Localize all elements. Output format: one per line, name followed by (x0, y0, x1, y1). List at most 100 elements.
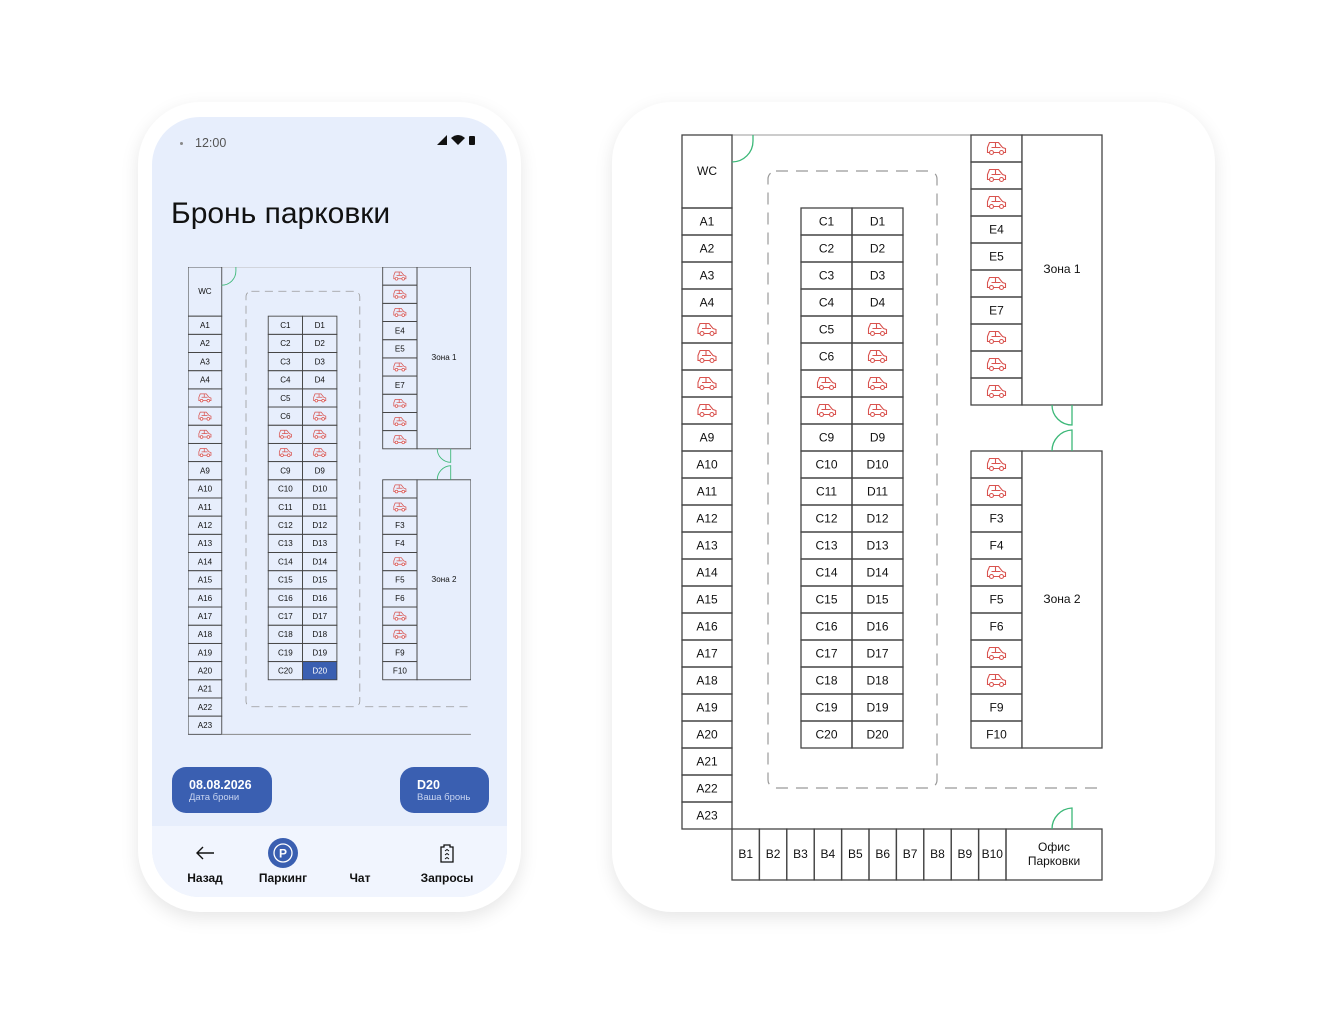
parking-spot-occupied[interactable] (302, 442, 338, 463)
spot-label: C14 (278, 557, 293, 566)
car-icon (393, 611, 407, 621)
spot-label: D9 (315, 467, 326, 476)
spot-label: F5 (395, 576, 405, 585)
spot-label: E4 (989, 223, 1004, 237)
parking-spot-a23[interactable] (188, 715, 223, 735)
parking-spot-occupied[interactable] (970, 666, 1023, 695)
car-icon (986, 141, 1007, 156)
nav-back[interactable]: Назад (165, 840, 245, 885)
driveway-outline (767, 170, 938, 789)
parking-spot-occupied[interactable] (851, 396, 904, 425)
parking-office[interactable] (1005, 828, 1103, 881)
parking-spot-d20[interactable] (302, 661, 338, 681)
spot-label: A16 (696, 620, 718, 634)
spot-label: A2 (700, 242, 715, 256)
nav-chat[interactable]: Чат (320, 840, 400, 885)
booking-spot-label: Ваша бронь (417, 791, 471, 803)
parking-spot-occupied[interactable] (382, 624, 418, 644)
parking-spot-occupied[interactable] (970, 269, 1023, 298)
spot-label: C10 (278, 485, 293, 494)
parking-spot-occupied[interactable] (382, 357, 418, 377)
spot-label: A4 (700, 296, 715, 310)
parking-spot-occupied[interactable] (970, 377, 1023, 406)
zone-1-label: Зона 1 (1043, 262, 1081, 276)
parking-spot-occupied[interactable] (970, 477, 1023, 506)
parking-spot-occupied[interactable] (800, 396, 853, 425)
parking-spot-occupied[interactable] (188, 388, 223, 408)
parking-spot-occupied[interactable] (800, 369, 853, 398)
parking-spot-occupied[interactable] (188, 442, 223, 463)
parking-spot-occupied[interactable] (188, 424, 223, 444)
car-icon (867, 376, 888, 391)
parking-spot-occupied[interactable] (382, 430, 418, 450)
spot-label: A18 (198, 630, 213, 639)
parking-spot-occupied[interactable] (382, 284, 418, 304)
parking-spot-occupied[interactable] (851, 342, 904, 371)
parking-spot-a23[interactable] (681, 801, 733, 830)
parking-spot-occupied[interactable] (302, 424, 338, 444)
parking-spot-occupied[interactable] (302, 406, 338, 426)
zone-2[interactable] (1021, 450, 1103, 749)
parking-spot-occupied[interactable] (681, 369, 733, 398)
zone-1[interactable] (416, 267, 471, 450)
car-icon (986, 484, 1007, 499)
parking-spot-occupied[interactable] (267, 424, 304, 444)
spot-label: A20 (198, 667, 213, 676)
parking-spot-d20[interactable] (851, 720, 904, 749)
spot-label: D18 (312, 630, 327, 639)
arrow-left-icon (196, 846, 214, 860)
parking-spot-occupied[interactable] (302, 388, 338, 408)
parking-spot-occupied[interactable] (382, 267, 418, 286)
spot-label: C2 (819, 242, 835, 256)
car-icon (278, 448, 292, 457)
parking-spot-occupied[interactable] (382, 412, 418, 432)
spot-label: C11 (278, 503, 293, 512)
booking-spot-value: D20 (417, 777, 440, 792)
nav-parking[interactable]: P Паркинг (243, 838, 323, 885)
car-icon (816, 403, 837, 418)
parking-spot-occupied[interactable] (382, 606, 418, 626)
booking-spot-chip[interactable]: D20 Ваша бронь (400, 767, 489, 813)
spot-label: D17 (866, 647, 888, 661)
parking-spot-occupied[interactable] (267, 442, 304, 463)
spot-label: A14 (198, 557, 213, 566)
parking-spot-occupied[interactable] (681, 315, 733, 344)
spot-label: D1 (870, 215, 886, 229)
parking-spot-occupied[interactable] (970, 323, 1023, 352)
parking-spot-occupied[interactable] (851, 315, 904, 344)
parking-spot-occupied[interactable] (188, 406, 223, 426)
car-icon (313, 411, 327, 421)
spot-label: F9 (395, 648, 405, 657)
spot-label: B1 (738, 847, 753, 861)
parking-spot-occupied[interactable] (382, 497, 418, 517)
parking-spot-occupied[interactable] (970, 558, 1023, 587)
spot-label: F4 (989, 539, 1003, 553)
parking-spot-occupied[interactable] (851, 369, 904, 398)
spot-label: A19 (198, 648, 213, 657)
parking-spot-occupied[interactable] (382, 302, 418, 322)
parking-spot-occupied[interactable] (681, 342, 733, 371)
car-icon (198, 393, 212, 403)
zone-2[interactable] (416, 479, 471, 681)
parking-spot-occupied[interactable] (681, 396, 733, 425)
parking-spot-occupied[interactable] (970, 350, 1023, 379)
parking-spot-occupied[interactable] (970, 639, 1023, 668)
parking-spot-occupied[interactable] (382, 552, 418, 572)
parking-spot-occupied[interactable] (970, 450, 1023, 479)
spot-label: D12 (866, 512, 888, 526)
parking-spot-occupied[interactable] (382, 393, 418, 413)
booking-date-chip[interactable]: 08.08.2026 Дата брони (172, 767, 272, 813)
parking-spot-occupied[interactable] (970, 134, 1023, 163)
spot-label: C13 (278, 539, 293, 548)
nav-requests[interactable]: Запросы (407, 840, 487, 885)
parking-spot-occupied[interactable] (970, 188, 1023, 217)
car-icon (986, 276, 1007, 291)
spot-label: D1 (315, 321, 326, 330)
booking-date-value: 08.08.2026 (189, 777, 252, 792)
parking-spot-occupied[interactable] (382, 479, 418, 499)
spot-label: C9 (819, 431, 835, 445)
parking-spot-occupied[interactable] (970, 161, 1023, 190)
zone-1[interactable] (1021, 134, 1103, 406)
spot-label: C4 (819, 296, 835, 310)
spot-label: A23 (696, 809, 718, 823)
